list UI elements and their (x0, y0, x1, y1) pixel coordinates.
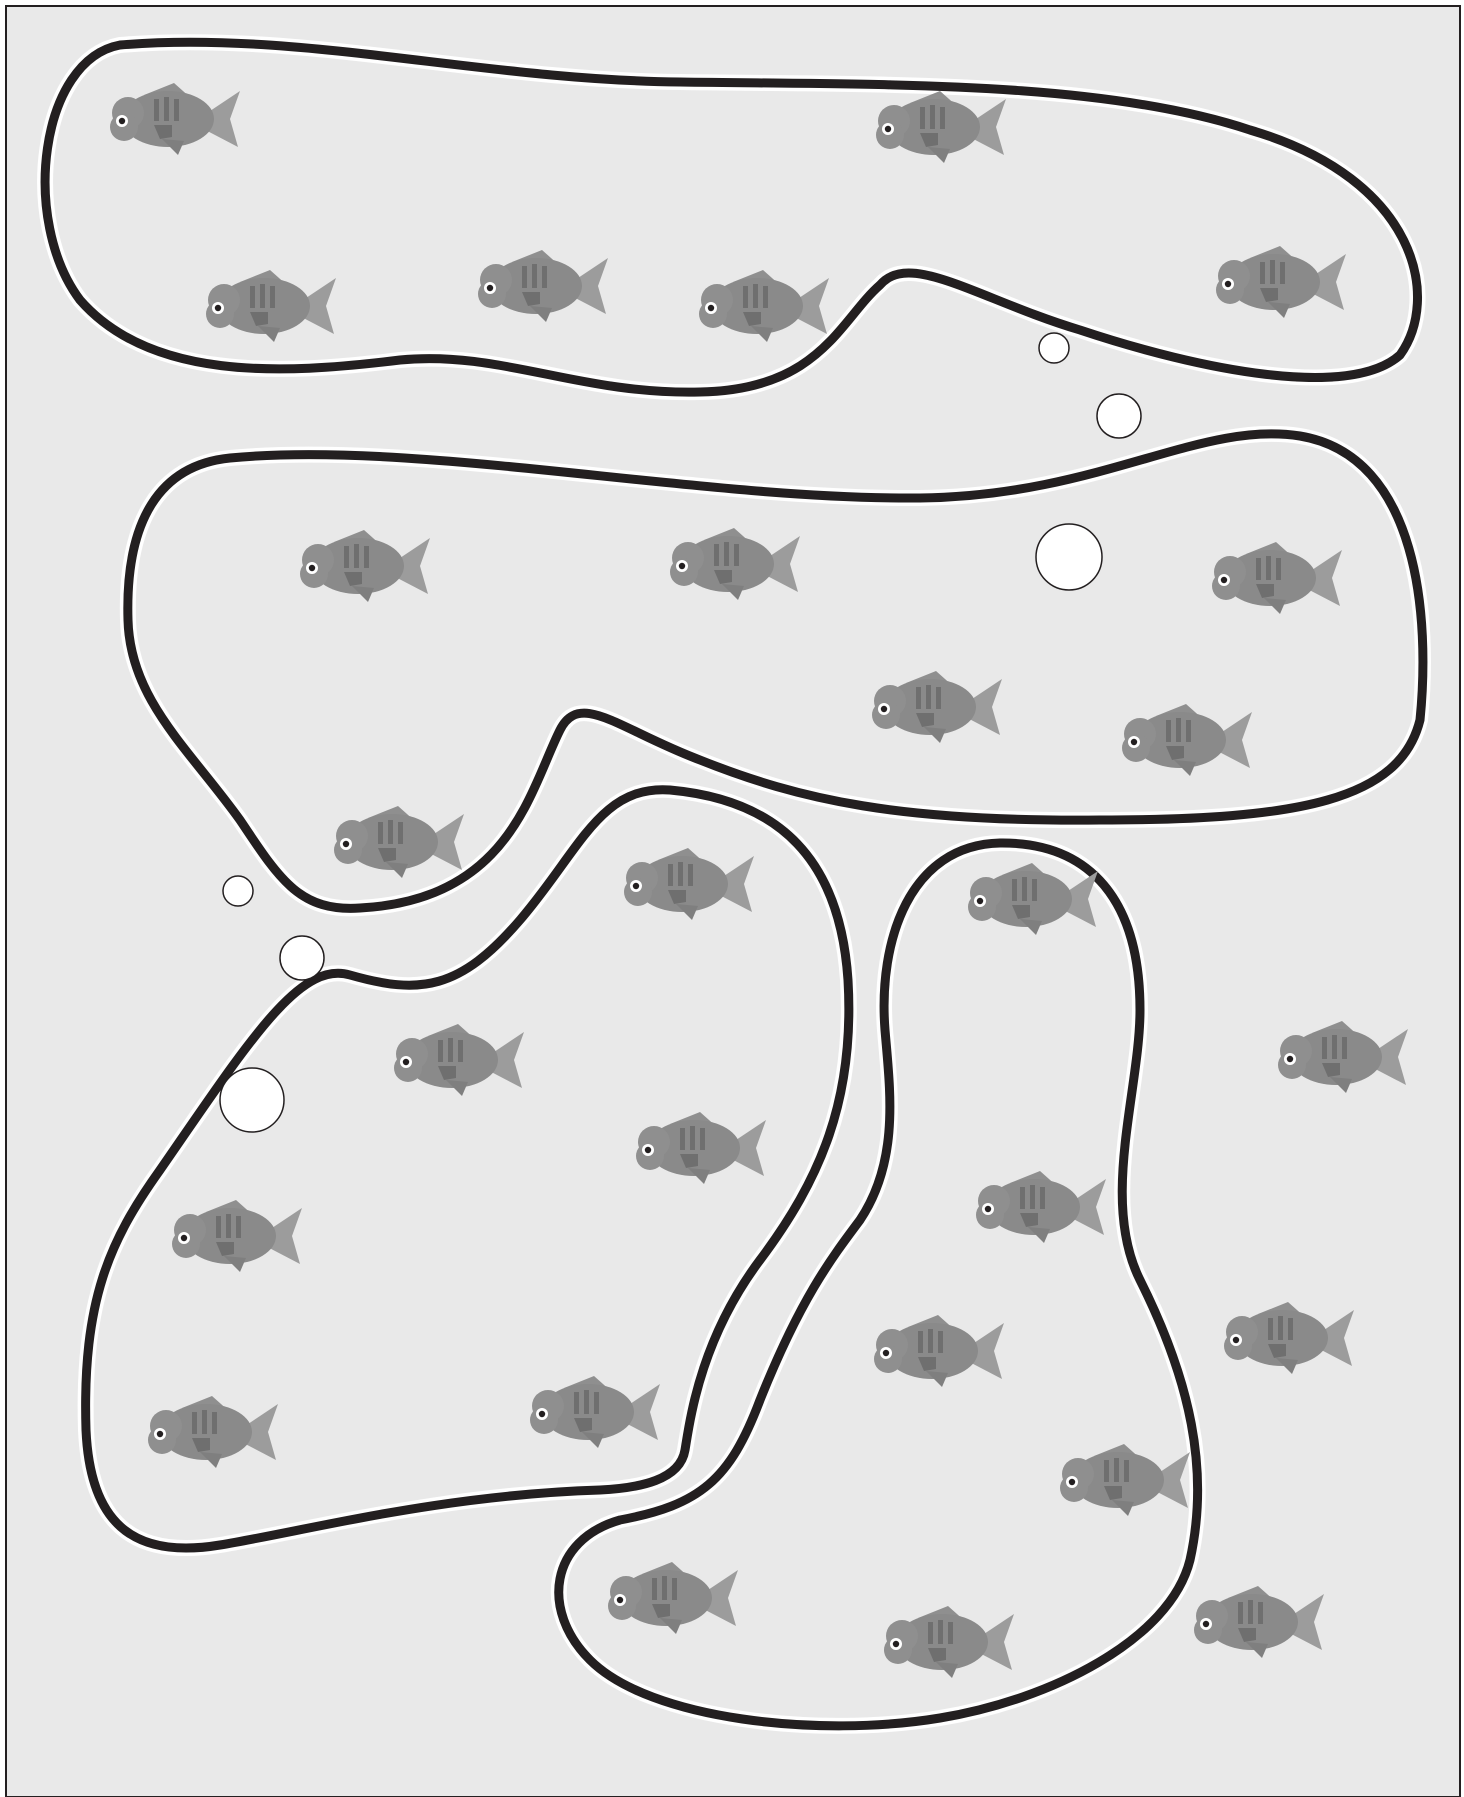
bubble-icon (1039, 333, 1069, 363)
bubble-icon (1036, 524, 1102, 590)
bubble-icon (223, 876, 253, 906)
bubble-icon (1097, 394, 1141, 438)
bubble-icon (220, 1068, 284, 1132)
bubble-icon (280, 936, 324, 980)
